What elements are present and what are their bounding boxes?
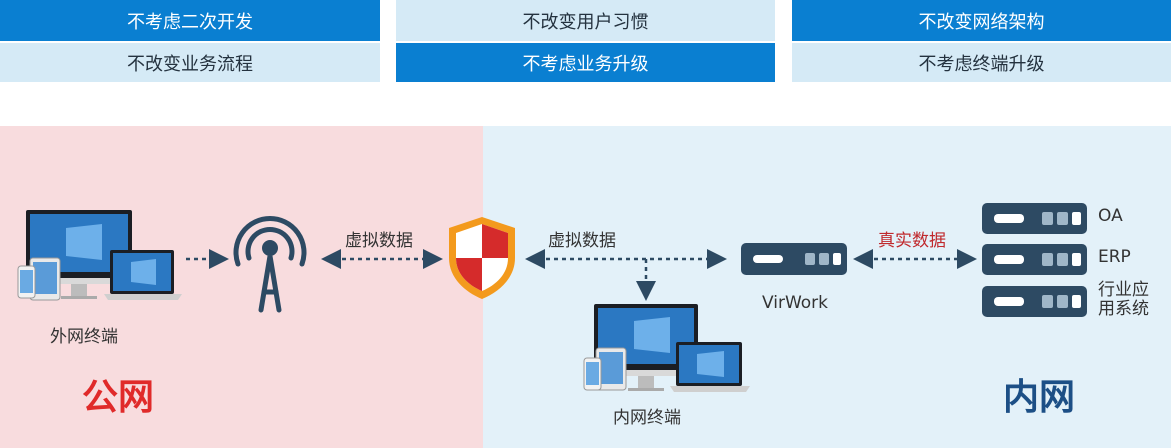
antenna-tower-icon: [233, 216, 307, 313]
server-icon: [982, 244, 1087, 275]
principle-text: 不改变网络架构: [918, 11, 1045, 33]
principle-text: 不考虑二次开发: [127, 11, 253, 33]
principle-box: 不考虑二次开发: [0, 0, 380, 41]
external-devices-icon: [17, 210, 182, 301]
server-icon: [982, 203, 1087, 234]
gateway-label: VirWork: [762, 293, 829, 313]
server-label-erp: ERP: [1098, 247, 1131, 267]
principle-box: 不改变业务流程: [0, 43, 380, 82]
real-data-label: 真实数据: [878, 231, 946, 251]
virtual-data-label-left: 虚拟数据: [345, 231, 413, 251]
server-label-industry: 行业应 用系统: [1098, 280, 1149, 319]
principle-text: 不考虑终端升级: [918, 53, 1045, 75]
principle-box: 不考虑终端升级: [792, 43, 1171, 82]
internal-terminal-label: 内网终端: [613, 408, 681, 428]
principle-box: 不改变网络架构: [792, 0, 1171, 41]
intranet-title: 内网: [1003, 377, 1076, 418]
security-shield-icon: [449, 217, 515, 299]
principle-text: 不改变用户习惯: [522, 11, 649, 33]
principle-text: 不改变业务流程: [127, 53, 253, 75]
internal-devices-icon: [583, 304, 750, 392]
principle-box: 不考虑业务升级: [396, 43, 775, 82]
virtual-data-label-right: 虚拟数据: [548, 231, 616, 251]
principle-text: 不考虑业务升级: [522, 53, 649, 75]
server-label-oa: OA: [1098, 206, 1123, 226]
principle-box: 不改变用户习惯: [396, 0, 775, 41]
public-network-title: 公网: [82, 377, 155, 418]
external-terminal-label: 外网终端: [50, 327, 118, 347]
virwork-gateway-icon: [741, 243, 847, 275]
server-icon: [982, 286, 1087, 317]
